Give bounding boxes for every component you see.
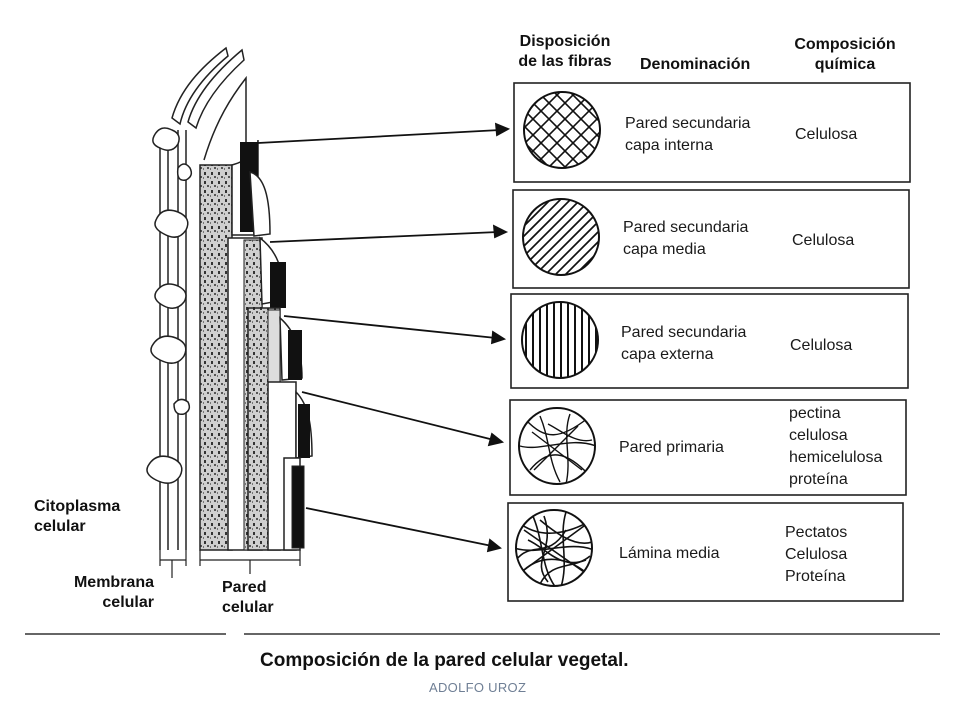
row-5-composition: Pectatos Celulosa Proteína — [785, 522, 847, 588]
row-4-comp-line3: hemicelulosa — [789, 449, 883, 466]
figure-caption: Composición de la pared celular vegetal. — [260, 650, 629, 671]
row-1-name: Pared secundaria capa interna — [625, 113, 750, 157]
label-membrana-line2: celular — [102, 594, 154, 611]
row-1-composition: Celulosa — [795, 124, 857, 146]
row-2-name-line1: Pared secundaria — [623, 219, 749, 236]
header-disposicion-line2: de las fibras — [518, 53, 612, 70]
label-membrana: Membrana celular — [64, 573, 154, 613]
row-5-name: Lámina media — [619, 543, 720, 565]
row-3-composition: Celulosa — [790, 335, 852, 357]
label-pared: Pared celular — [222, 578, 274, 618]
row-2-name-line2: capa media — [623, 241, 706, 258]
header-composicion: Composición química — [786, 35, 904, 75]
cell-wall-layers — [146, 46, 313, 578]
row-1-name-line1: Pared secundaria — [625, 115, 751, 132]
header-composicion-line1: Composición — [794, 36, 896, 53]
header-composicion-line2: química — [814, 56, 876, 73]
row-box-2 — [512, 189, 910, 289]
row-4-comp-line2: celulosa — [789, 427, 848, 444]
row-box-4 — [509, 399, 907, 496]
row-boxes — [507, 82, 911, 602]
row-2-composition: Celulosa — [792, 230, 854, 252]
layer-arrows — [257, 122, 511, 553]
row-4-name: Pared primaria — [619, 437, 724, 459]
row-4-name-line1: Pared primaria — [619, 439, 724, 456]
fiber-disc-2 — [522, 198, 600, 276]
row-5-comp-line2: Celulosa — [785, 546, 848, 563]
label-membrana-line1: Membrana — [73, 574, 154, 591]
label-pared-line2: celular — [222, 599, 274, 616]
header-denominacion: Denominación — [640, 56, 751, 73]
row-box-5 — [507, 502, 904, 602]
row-3-comp-line1: Celulosa — [790, 337, 853, 354]
row-box-1 — [513, 82, 911, 183]
row-4-composition: pectina celulosa hemicelulosa proteína — [789, 403, 882, 491]
row-1-comp-line1: Celulosa — [795, 126, 858, 143]
label-citoplasma-line1: Citoplasma — [34, 498, 121, 515]
row-5-name-line1: Lámina media — [619, 545, 720, 562]
row-4-comp-line4: proteína — [789, 471, 848, 488]
author-credit: ADOLFO UROZ — [429, 680, 527, 695]
label-pared-line1: Pared — [222, 579, 267, 596]
header-disposicion-line1: Disposición — [519, 33, 611, 50]
row-2-name: Pared secundaria capa media — [623, 217, 748, 261]
row-5-comp-line1: Pectatos — [785, 524, 848, 541]
fiber-disc-5 — [515, 509, 593, 587]
label-citoplasma-line2: celular — [34, 518, 86, 535]
row-3-name-line2: capa externa — [621, 346, 714, 363]
row-3-name: Pared secundaria capa externa — [621, 322, 746, 366]
row-3-name-line1: Pared secundaria — [621, 324, 747, 341]
label-citoplasma: Citoplasma celular — [34, 497, 120, 537]
fiber-disc-4 — [518, 407, 596, 485]
row-5-comp-line3: Proteína — [785, 568, 846, 585]
row-1-name-line2: capa interna — [625, 137, 714, 154]
fiber-disc-3 — [521, 301, 599, 379]
row-box-3 — [510, 293, 909, 389]
header-disposicion: Disposición de las fibras — [510, 32, 620, 72]
row-4-comp-line1: pectina — [789, 405, 841, 422]
row-2-comp-line1: Celulosa — [792, 232, 855, 249]
